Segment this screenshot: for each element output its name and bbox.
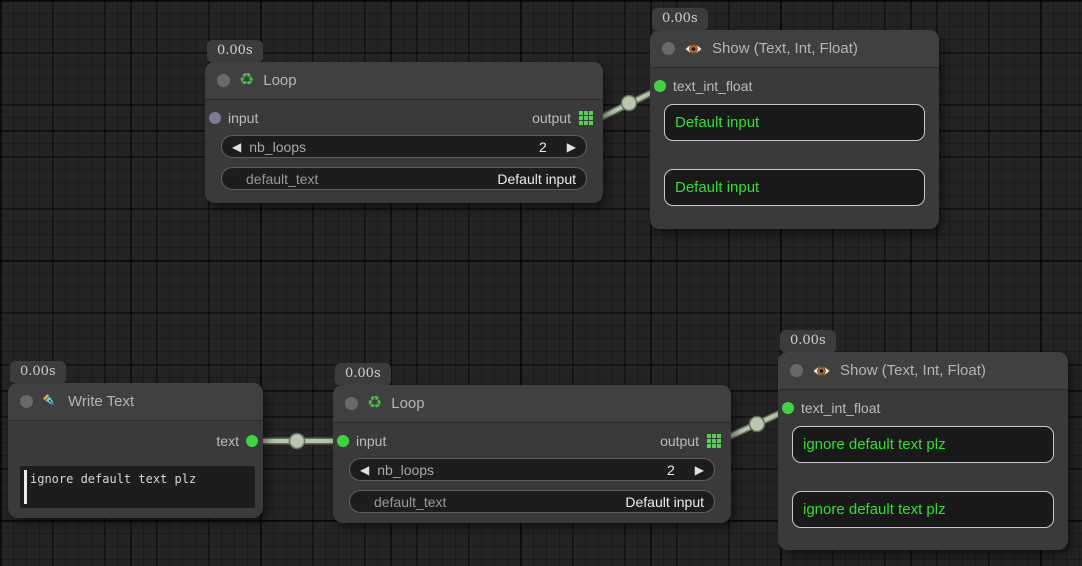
nb-loops-widget[interactable]: ◀ nb_loops 2 ▶: [349, 458, 715, 481]
collapse-dot[interactable]: [20, 395, 33, 408]
wire-midpoint-dot[interactable]: [750, 417, 765, 432]
input-slot: input: [337, 433, 386, 449]
default-text-widget[interactable]: default_text Default input: [221, 167, 587, 190]
grid-output-icon[interactable]: [579, 111, 593, 125]
exec-time-badge: 0.00s: [335, 363, 391, 385]
pen-nib-icon: [42, 393, 59, 410]
exec-time-badge: 0.00s: [652, 8, 708, 30]
collapse-dot[interactable]: [662, 42, 675, 55]
wire-midpoint-dot[interactable]: [290, 434, 305, 449]
widget-value: 2: [667, 462, 675, 478]
widget-label: default_text: [246, 171, 318, 187]
decrement-arrow-icon[interactable]: ◀: [232, 141, 241, 153]
collapse-dot[interactable]: [217, 74, 230, 87]
text-input-area[interactable]: ignore default text plz: [20, 466, 255, 508]
text-input-value: ignore default text plz: [30, 469, 196, 486]
node-write-text[interactable]: 0.00s Write Text text ignore default tex…: [8, 383, 263, 518]
output-slot-label: output: [660, 433, 699, 449]
decrement-arrow-icon[interactable]: ◀: [360, 464, 369, 476]
input-slot-label: text_int_float: [673, 78, 752, 94]
output-value-box[interactable]: Default input: [664, 169, 925, 206]
input-port[interactable]: [654, 80, 666, 92]
output-slot: text: [216, 433, 258, 449]
node-loop[interactable]: 0.00s ♻ Loop input output ◀ nb_loops 2 ▶…: [333, 385, 731, 523]
output-value-box[interactable]: ignore default text plz: [792, 491, 1054, 528]
widget-value: 2: [539, 139, 547, 155]
node-show[interactable]: 0.00s Show (Text, Int, Float) text_int_f…: [650, 30, 939, 229]
widget-value: Default input: [625, 494, 704, 510]
output-value-box[interactable]: ignore default text plz: [792, 426, 1054, 463]
output-slot: output: [532, 110, 593, 126]
widget-label: nb_loops: [377, 462, 434, 478]
input-slot-label: input: [228, 110, 258, 126]
input-slot-label: input: [356, 433, 386, 449]
node-title: Loop: [391, 395, 424, 412]
node-loop[interactable]: 0.00s ♻ Loop input output ◀ nb_loops 2 ▶…: [205, 62, 603, 203]
widget-label: nb_loops: [249, 139, 306, 155]
node-header[interactable]: Show (Text, Int, Float): [650, 30, 939, 68]
input-slot: input: [209, 110, 258, 126]
output-slot-label: output: [532, 110, 571, 126]
input-port[interactable]: [337, 435, 349, 447]
output-slot: output: [660, 433, 721, 449]
node-header[interactable]: ♻ Loop: [205, 62, 603, 100]
node-header[interactable]: Write Text: [8, 383, 263, 421]
collapse-dot[interactable]: [790, 364, 803, 377]
recycle-icon: ♻: [367, 394, 382, 411]
node-title: Write Text: [68, 393, 134, 410]
grid-output-icon[interactable]: [707, 434, 721, 448]
node-title: Loop: [263, 72, 296, 89]
exec-time-badge: 0.00s: [780, 330, 836, 352]
input-port[interactable]: [209, 112, 221, 124]
input-slot: text_int_float: [782, 400, 880, 416]
text-caret: [24, 470, 27, 504]
node-header[interactable]: ♻ Loop: [333, 385, 731, 423]
output-slot-label: text: [216, 433, 239, 449]
increment-arrow-icon[interactable]: ▶: [567, 141, 576, 153]
eye-icon: [812, 364, 831, 378]
node-header[interactable]: Show (Text, Int, Float): [778, 352, 1068, 390]
wire-midpoint-dot[interactable]: [622, 96, 637, 111]
collapse-dot[interactable]: [345, 397, 358, 410]
input-port[interactable]: [782, 402, 794, 414]
node-title: Show (Text, Int, Float): [840, 362, 986, 379]
nb-loops-widget[interactable]: ◀ nb_loops 2 ▶: [221, 135, 587, 158]
wire[interactable]: [253, 434, 341, 449]
widget-value: Default input: [497, 171, 576, 187]
input-slot: text_int_float: [654, 78, 752, 94]
eye-icon: [684, 42, 703, 56]
default-text-widget[interactable]: default_text Default input: [349, 490, 715, 513]
node-title: Show (Text, Int, Float): [712, 40, 858, 57]
increment-arrow-icon[interactable]: ▶: [695, 464, 704, 476]
exec-time-badge: 0.00s: [10, 361, 66, 383]
input-slot-label: text_int_float: [801, 400, 880, 416]
widget-label: default_text: [374, 494, 446, 510]
recycle-icon: ♻: [239, 71, 254, 88]
exec-time-badge: 0.00s: [207, 40, 263, 62]
node-show[interactable]: 0.00s Show (Text, Int, Float) text_int_f…: [778, 352, 1068, 550]
output-port[interactable]: [246, 435, 258, 447]
output-value-box[interactable]: Default input: [664, 104, 925, 141]
